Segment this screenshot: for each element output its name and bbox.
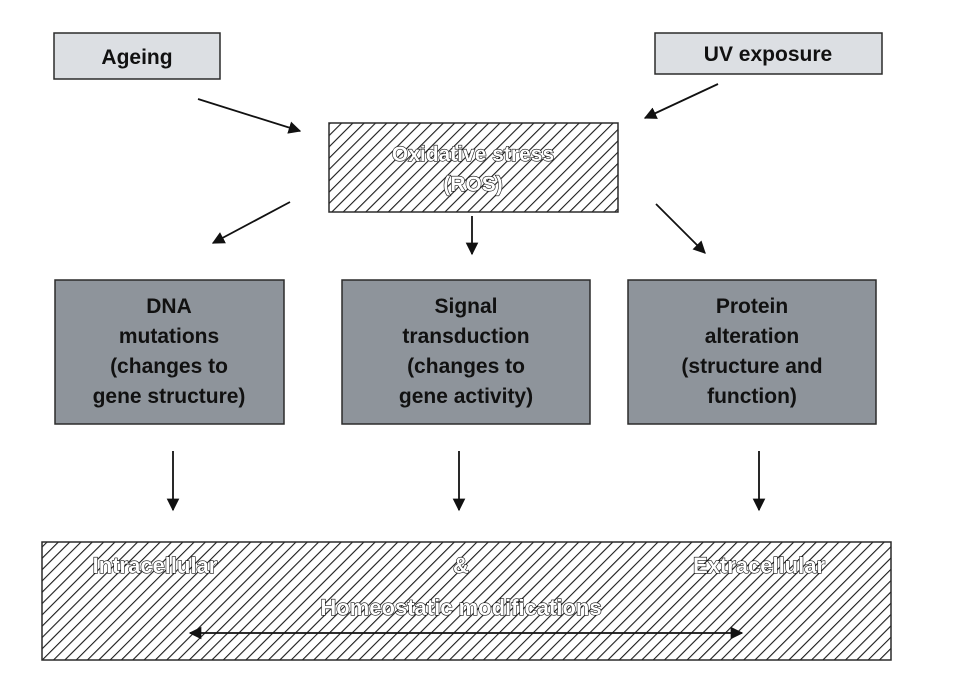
protein-alteration-label-line-1: Protein [716, 295, 788, 318]
signal-transduction-label-line-3: (changes to [407, 355, 525, 378]
dna-mutations-node: DNA mutations (changes to gene structure… [54, 279, 285, 425]
intracellular-label: Intracellular [93, 553, 218, 578]
arrow-uv-to-oxidative-stress [643, 83, 719, 119]
oxidative-stress-label-line-2: (ROS) [443, 173, 503, 196]
ageing-node: Ageing [53, 32, 221, 80]
signal-transduction-node: Signal transduction (changes to gene act… [341, 279, 591, 425]
signal-transduction-label-line-1: Signal [434, 295, 497, 318]
dna-mutations-label-line-4: gene structure) [93, 385, 246, 408]
uv-exposure-node: UV exposure [654, 32, 883, 75]
signal-transduction-box [341, 279, 591, 425]
dna-mutations-label-line-3: (changes to [110, 355, 228, 378]
dna-mutations-label-line-2: mutations [119, 325, 219, 348]
signal-transduction-label-line-2: transduction [402, 325, 529, 348]
dna-mutations-box [54, 279, 285, 425]
oxidative-stress-label-line-1: Oxidative stress [392, 143, 554, 166]
oxidative-stress-node: Oxidative stress (ROS) [328, 122, 619, 213]
homeostatic-modifications-box [41, 541, 892, 661]
homeostatic-modifications-node: Intracellular & Extracellular Homeostati… [41, 541, 892, 661]
protein-alteration-label-line-4: function) [707, 385, 797, 408]
arrow-oxidative-stress-to-protein [655, 203, 706, 254]
protein-alteration-label-line-2: alteration [705, 325, 800, 348]
protein-alteration-node: Protein alteration (structure and functi… [627, 279, 877, 425]
uv-exposure-label: UV exposure [704, 43, 832, 66]
homeostatic-modifications-label: Homeostatic modifications [320, 595, 601, 620]
protein-alteration-box [627, 279, 877, 425]
extracellular-label: Extracellular [693, 553, 826, 578]
arrow-ageing-to-oxidative-stress [197, 98, 302, 134]
ageing-box [53, 32, 221, 80]
protein-alteration-label-line-3: (structure and [681, 355, 822, 378]
ampersand-label: & [453, 553, 469, 578]
ageing-label: Ageing [101, 46, 172, 69]
signal-transduction-label-line-4: gene activity) [399, 385, 533, 408]
oxidative-stress-box [328, 122, 619, 213]
uv-exposure-box [654, 32, 883, 75]
arrow-oxidative-stress-to-dna [211, 201, 291, 244]
dna-mutations-label-line-1: DNA [146, 295, 192, 318]
